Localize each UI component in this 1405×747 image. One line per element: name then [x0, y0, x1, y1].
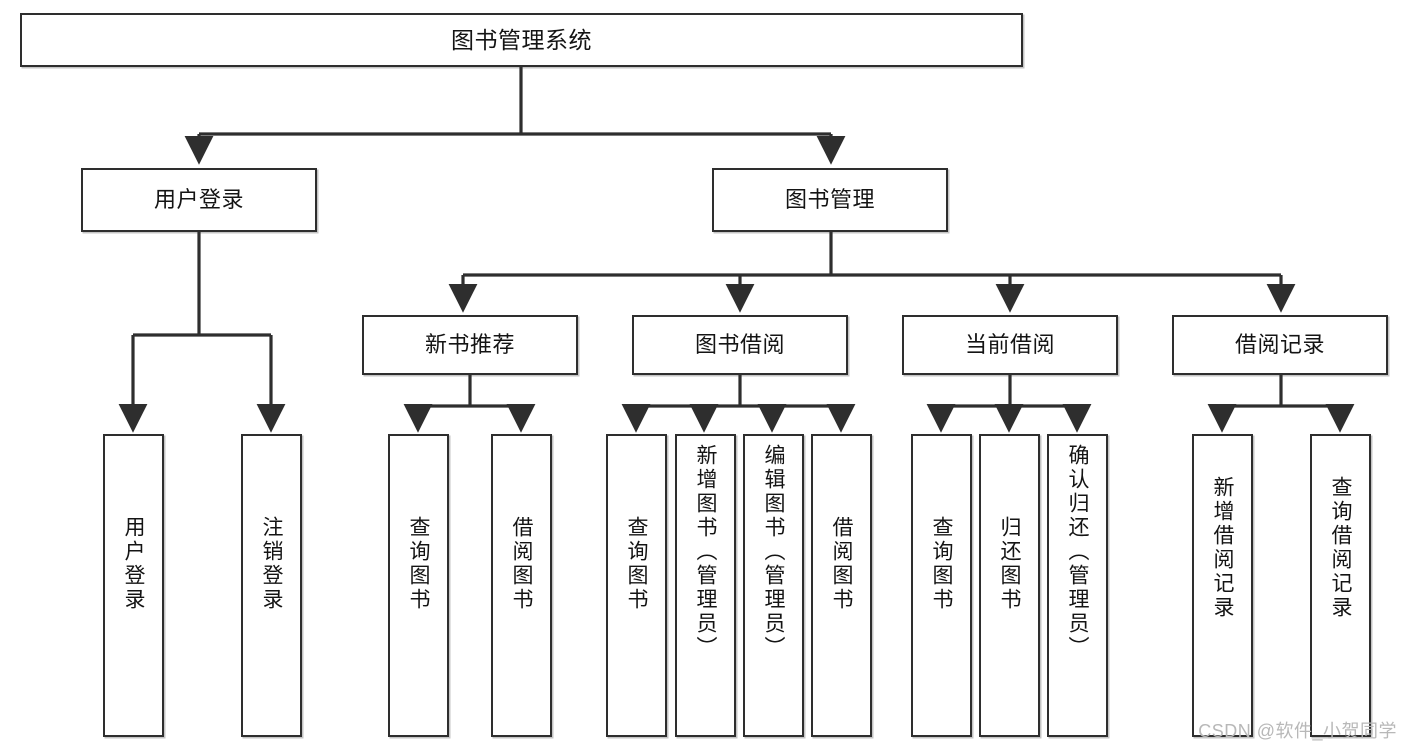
node-current-borrow[interactable]: 当前借阅	[902, 315, 1118, 375]
node-label: 借阅记录	[1234, 332, 1325, 358]
leaf-borrow-book-2[interactable]: 借阅图书	[811, 434, 872, 737]
node-label: 用户登录	[153, 187, 244, 213]
leaf-edit-book[interactable]: 编辑图书（管理员）	[743, 434, 804, 737]
node-label: 编辑图书（管理员）	[762, 444, 785, 660]
node-label: 借阅图书	[830, 516, 853, 612]
node-label: 注销登录	[260, 516, 283, 612]
leaf-user-login[interactable]: 用户登录	[103, 434, 164, 737]
leaf-logout[interactable]: 注销登录	[241, 434, 302, 737]
node-label: 查询图书	[930, 516, 953, 612]
node-label: 借阅图书	[510, 516, 533, 612]
node-book-borrow[interactable]: 图书借阅	[632, 315, 848, 375]
node-label: 新增图书（管理员）	[694, 444, 717, 660]
node-book-manage[interactable]: 图书管理	[712, 168, 948, 232]
leaf-confirm-return[interactable]: 确认归还（管理员）	[1047, 434, 1108, 737]
node-label: 图书管理系统	[451, 26, 592, 53]
node-borrow-record[interactable]: 借阅记录	[1172, 315, 1388, 375]
node-root-system[interactable]: 图书管理系统	[20, 13, 1023, 67]
leaf-query-book-2[interactable]: 查询图书	[606, 434, 667, 737]
node-label: 用户登录	[122, 516, 145, 612]
node-label: 新增借阅记录	[1211, 476, 1234, 620]
node-label: 查询图书	[407, 516, 430, 612]
leaf-add-record[interactable]: 新增借阅记录	[1192, 434, 1253, 737]
leaf-return-book[interactable]: 归还图书	[979, 434, 1040, 737]
node-label: 当前借阅	[964, 332, 1055, 358]
leaf-add-book[interactable]: 新增图书（管理员）	[675, 434, 736, 737]
node-new-book-recommend[interactable]: 新书推荐	[362, 315, 578, 375]
node-label: 查询借阅记录	[1329, 476, 1352, 620]
leaf-borrow-book-1[interactable]: 借阅图书	[491, 434, 552, 737]
node-label: 图书借阅	[694, 332, 785, 358]
leaf-query-book-1[interactable]: 查询图书	[388, 434, 449, 737]
node-label: 新书推荐	[424, 332, 515, 358]
node-user-login[interactable]: 用户登录	[81, 168, 317, 232]
leaf-query-record[interactable]: 查询借阅记录	[1310, 434, 1371, 737]
node-label: 归还图书	[998, 516, 1021, 612]
leaf-query-book-3[interactable]: 查询图书	[911, 434, 972, 737]
node-label: 确认归还（管理员）	[1066, 444, 1089, 660]
node-label: 查询图书	[625, 516, 648, 612]
node-label: 图书管理	[784, 187, 875, 213]
csdn-watermark: CSDN @软件_小贺同学	[1198, 721, 1397, 741]
